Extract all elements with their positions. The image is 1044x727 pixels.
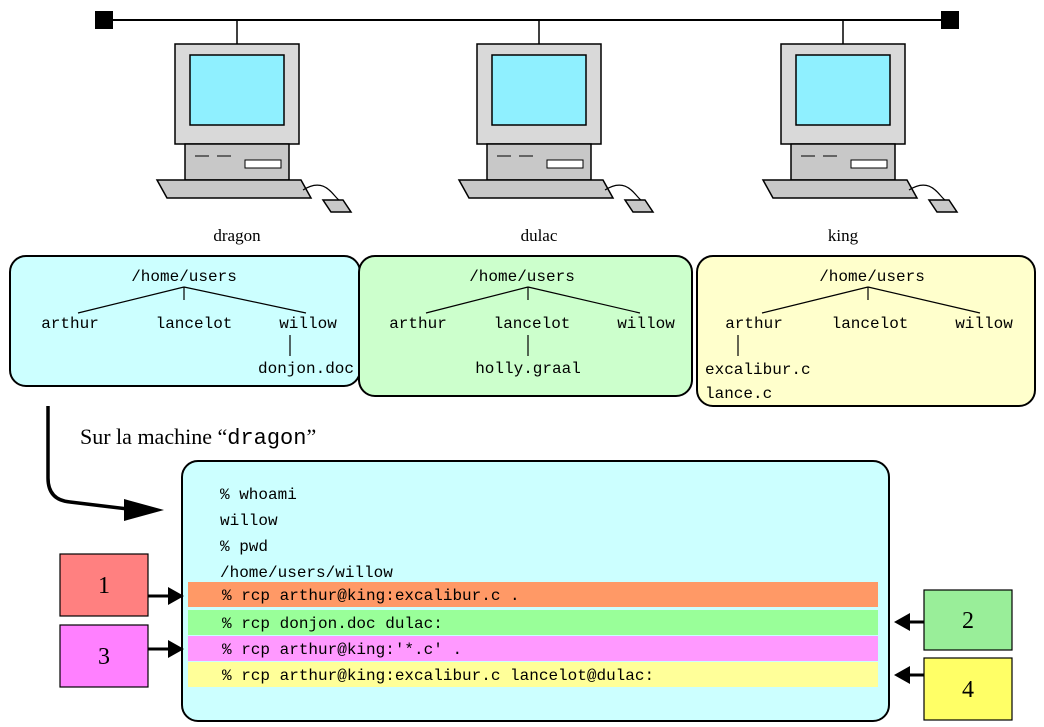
marker-box xyxy=(59,553,149,617)
bus-terminator-right xyxy=(941,11,959,29)
marker-box xyxy=(923,657,1013,721)
command-line-1: % rcp arthur@king:excalibur.c . xyxy=(222,587,520,605)
panel-background xyxy=(696,255,1036,407)
marker-label: 4 xyxy=(962,677,974,703)
fs-root-label: /home/users xyxy=(819,268,925,286)
filesystem-panel-king: /home/users arthur lancelot willow excal… xyxy=(696,255,1036,407)
marker-1: 1 xyxy=(59,553,184,617)
tree-branches xyxy=(77,286,307,314)
marker-label: 3 xyxy=(98,644,110,670)
marker-arrow xyxy=(148,587,184,605)
marker-label: 1 xyxy=(98,573,110,599)
fs-user-arthur: arthur xyxy=(41,315,99,333)
marker-label: 2 xyxy=(962,608,974,634)
bus-terminator-left xyxy=(95,11,113,29)
fs-root-label: /home/users xyxy=(469,268,575,286)
tree-branches xyxy=(425,286,641,314)
filesystem-panel-dulac: /home/users arthur lancelot willow holly… xyxy=(358,255,693,397)
fs-user-arthur: arthur xyxy=(389,315,447,333)
network-bus xyxy=(95,11,959,44)
fs-file: lance.c xyxy=(705,385,772,403)
computer-dulac-icon xyxy=(457,43,655,213)
command-highlight-4 xyxy=(188,662,878,687)
fs-file: excalibur.c xyxy=(705,361,811,379)
fs-user-willow: willow xyxy=(955,315,1013,333)
marker-3: 3 xyxy=(59,624,184,688)
marker-arrow xyxy=(148,640,184,658)
caption-suffix: ” xyxy=(306,424,316,449)
fs-root-label: /home/users xyxy=(131,268,237,286)
fs-user-lancelot: lancelot xyxy=(832,315,909,333)
fs-file: holly.graal xyxy=(475,360,581,378)
tree-branches xyxy=(761,286,981,314)
fs-user-willow: willow xyxy=(279,315,337,333)
command-highlight-3 xyxy=(188,636,878,661)
filesystem-panel-dragon: /home/users arthur lancelot willow donjo… xyxy=(9,255,361,387)
command-line-2: % rcp donjon.doc dulac: xyxy=(222,615,443,633)
marker-box xyxy=(59,624,149,688)
marker-4: 4 xyxy=(894,657,1013,721)
terminal-line: willow xyxy=(220,512,278,530)
marker-arrow xyxy=(894,613,924,631)
machine-name-dulac: dulac xyxy=(521,226,558,245)
dragon-to-terminal-arrow xyxy=(46,406,164,521)
panel-background xyxy=(358,255,693,397)
command-highlight-2 xyxy=(188,610,878,635)
terminal-line: /home/users/willow xyxy=(220,564,393,582)
terminal-window: % whoami willow % pwd/home/users/willow % r… xyxy=(181,460,890,722)
computer-dragon-icon xyxy=(155,43,353,213)
terminal-line: % pwd xyxy=(220,538,268,556)
caption: Sur la machine “dragon” xyxy=(80,424,316,451)
machine-name-dragon: dragon xyxy=(213,226,261,245)
fs-user-lancelot: lancelot xyxy=(494,315,571,333)
command-line-3: % rcp arthur@king:'*.c' . xyxy=(222,641,462,659)
marker-2: 2 xyxy=(894,589,1013,651)
command-line-4: % rcp arthur@king:excalibur.c lancelot@d… xyxy=(222,667,654,685)
terminal-lines: % whoami willow % pwd/home/users/willow % r… xyxy=(188,486,878,687)
fs-user-arthur: arthur xyxy=(725,315,783,333)
terminal-line: % whoami xyxy=(220,486,297,504)
caption-machine: dragon xyxy=(227,426,306,451)
caption-prefix: Sur la machine “ xyxy=(80,424,227,449)
command-highlight-1 xyxy=(188,582,878,607)
computer-king-icon xyxy=(761,43,959,213)
fs-user-willow: willow xyxy=(617,315,675,333)
markers: 1 2 3 4 xyxy=(59,553,1013,721)
machine-name-king: king xyxy=(828,226,859,245)
fs-file: donjon.doc xyxy=(258,360,354,378)
fs-user-lancelot: lancelot xyxy=(156,315,233,333)
marker-arrow xyxy=(894,666,924,684)
marker-box xyxy=(923,589,1013,651)
